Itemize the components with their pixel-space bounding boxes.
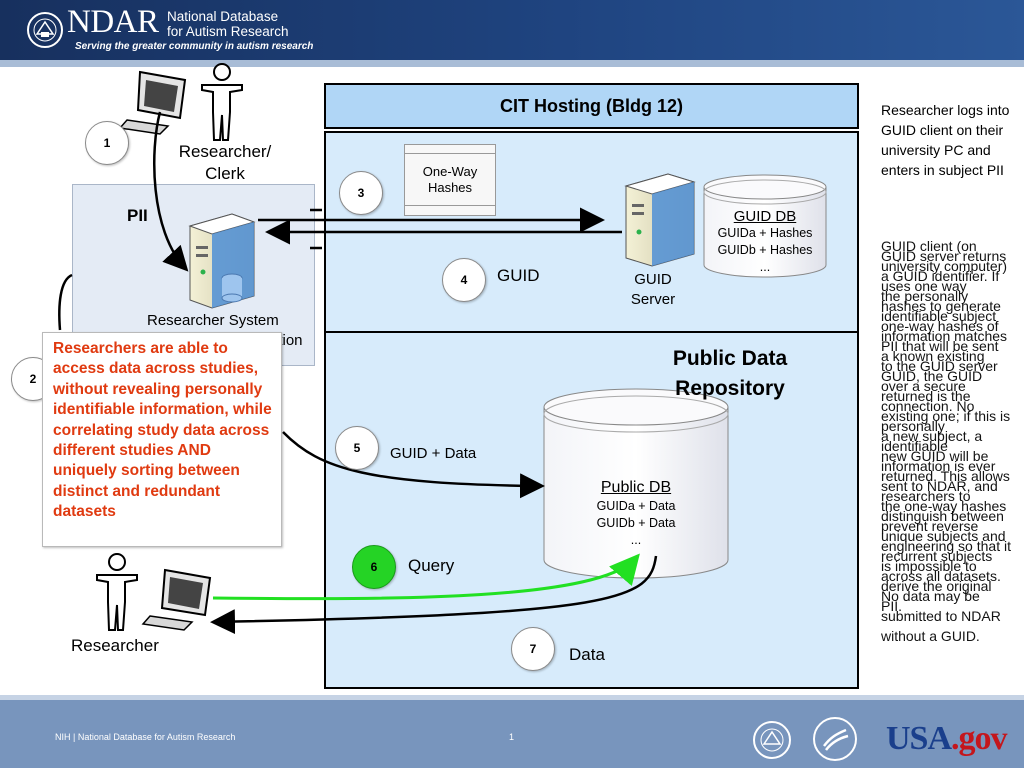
cit-hosting-title: CIT Hosting (Bldg 12)	[500, 95, 683, 116]
step-7-circle: 7	[511, 627, 555, 671]
public-db-text: Public DB GUIDa + Data GUIDb + Data ...	[556, 478, 716, 549]
nih-footer-seal-icon	[753, 721, 791, 759]
researcher-server-icon	[188, 213, 256, 309]
query-arrow	[212, 553, 640, 601]
usa-text: USA	[886, 720, 952, 757]
guid-server-icon	[624, 173, 696, 267]
guid-db-row-more: ...	[759, 260, 771, 274]
callout-text: Researchers are able to access data acro…	[53, 340, 272, 521]
footer-org-text: NIH | National Database for Autism Resea…	[55, 732, 236, 742]
clerk-person-icon	[201, 63, 243, 141]
ndar-name-line2: for Autism Research	[167, 24, 289, 39]
guid-server-line2: Server	[630, 291, 676, 308]
step-5-circle: 5	[335, 426, 379, 470]
callout-box	[42, 332, 282, 547]
pii-label: PII	[127, 206, 148, 225]
hhs-logo-icon	[813, 717, 857, 761]
guid-label: GUID	[497, 266, 540, 285]
guid-data-label: GUID + Data	[390, 445, 477, 462]
guid-db-text: GUID DB GUIDa + Hashes GUIDb + Hashes ..…	[706, 208, 824, 276]
data-label: Data	[569, 645, 605, 664]
one-way-hashes-box	[404, 144, 496, 216]
footer-bar	[0, 700, 1024, 768]
one-way-line1: One-Way	[422, 164, 478, 179]
guid-db-row-a: GUIDa + Hashes	[717, 226, 813, 240]
clerk-computer-icon	[118, 70, 187, 135]
side-note-guid-returned: GUID server returns a GUID identifier. I…	[881, 248, 1011, 644]
guid-db-title: GUID DB	[733, 208, 797, 225]
header-stripe	[0, 60, 1024, 67]
public-db-title: Public DB	[600, 479, 672, 496]
public-db-row-a: GUIDa + Data	[596, 499, 676, 513]
one-way-line2: Hashes	[427, 180, 473, 195]
guid-server-label: GUID Server	[612, 270, 694, 310]
footer-stripe	[0, 695, 1024, 700]
ndar-name-line1: National Database	[167, 9, 279, 24]
researcher-clerk-label: Researcher/ Clerk	[170, 141, 280, 185]
step-4-circle: 4	[442, 258, 486, 302]
public-db-row-more: ...	[630, 533, 642, 547]
side-note-hashes: GUID client (on university computer) use…	[881, 238, 1011, 614]
guid-db-row-b: GUIDb + Hashes	[717, 243, 813, 257]
ndar-logo: NDAR	[67, 4, 159, 40]
step-6-circle: 6	[352, 545, 396, 589]
public-data-repository-label: Public Data Repository	[640, 344, 820, 404]
ndar-tagline: Serving the greater community in autism …	[75, 41, 314, 52]
header-bar	[0, 0, 1024, 60]
public-db-row-b: GUIDb + Data	[596, 516, 676, 530]
side-note-login: Researcher logs into GUID client on thei…	[881, 102, 1010, 178]
researcher-clerk-line1: Researcher/	[178, 142, 272, 161]
cit-divider	[324, 331, 859, 333]
researcher-person-icon	[96, 553, 138, 631]
cit-hosting-header: CIT Hosting (Bldg 12)	[324, 83, 859, 129]
public-db-cylinder	[543, 388, 729, 579]
guid-db-cylinder	[703, 174, 827, 278]
flow-arrows	[58, 111, 658, 635]
query-label: Query	[408, 556, 455, 575]
usagov-logo: USA.gov	[886, 720, 1008, 758]
public-repo-line1: Public Data	[672, 347, 788, 370]
researcher-computer-icon	[141, 568, 212, 631]
step-3-circle: 3	[339, 171, 383, 215]
public-repo-line2: Repository	[675, 377, 785, 400]
guid-server-line1: GUID	[634, 271, 672, 288]
researcher-system-label: Researcher System	[147, 312, 279, 329]
researcher-clerk-line2: Clerk	[205, 164, 245, 183]
page-number: 1	[509, 732, 515, 742]
nih-seal-icon	[27, 12, 63, 48]
step-1-circle: 1	[85, 121, 129, 165]
gov-text: .gov	[951, 720, 1007, 757]
one-way-hashes-label: One-Way Hashes	[404, 164, 496, 196]
researcher-label: Researcher	[71, 636, 159, 655]
